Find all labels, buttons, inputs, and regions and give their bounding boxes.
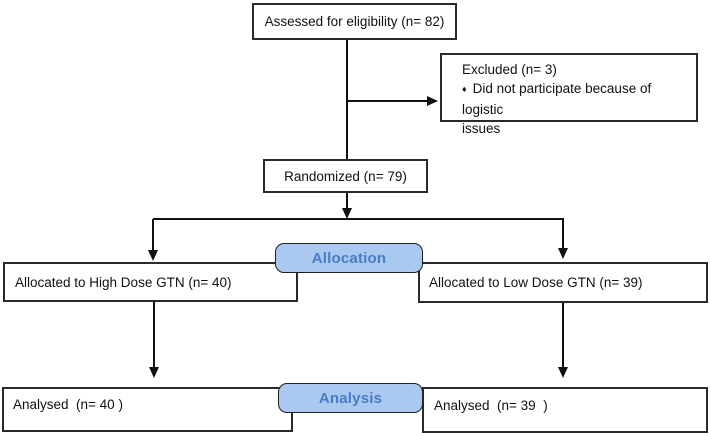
arrowhead-to-alloc-low: [558, 248, 568, 259]
allocated-high-dose-label: Allocated to High Dose GTN (n= 40): [15, 274, 232, 290]
analysed-high-dose-box: Analysed (n= 40 ): [2, 387, 293, 432]
allocated-low-dose-label: Allocated to Low Dose GTN (n= 39): [429, 275, 643, 290]
arrowhead-to-split: [342, 208, 352, 219]
assessed-eligibility-box: Assessed for eligibility (n= 82): [252, 3, 457, 40]
analysis-stage-pill: Analysis: [278, 383, 423, 413]
arrowhead-to-excluded: [427, 96, 438, 106]
excluded-reason-line: ♦Did not participate because of logistic…: [462, 79, 690, 138]
excluded-reason: Did not participate because of logistic …: [462, 81, 652, 136]
assessed-eligibility-label: Assessed for eligibility (n= 82): [264, 14, 445, 29]
analysed-high-dose-label: Analysed (n= 40 ): [13, 397, 123, 412]
analysis-stage-label: Analysis: [318, 389, 383, 407]
allocation-stage-pill: Allocation: [275, 243, 423, 273]
excluded-box: Excluded (n= 3) ♦Did not participate bec…: [440, 53, 698, 136]
randomized-label: Randomized (n= 79): [284, 168, 407, 184]
analysed-low-dose-box: Analysed (n= 39 ): [422, 387, 708, 433]
allocated-low-dose-box: Allocated to Low Dose GTN (n= 39): [418, 262, 708, 303]
allocated-high-dose-box: Allocated to High Dose GTN (n= 40): [3, 262, 298, 302]
diamond-bullet-icon: ♦: [462, 84, 467, 94]
excluded-title: Excluded (n= 3): [462, 62, 557, 77]
arrowhead-to-analysed-low: [558, 367, 568, 378]
allocation-stage-label: Allocation: [311, 249, 387, 267]
analysed-low-dose-label: Analysed (n= 39 ): [434, 397, 548, 413]
arrowhead-to-alloc-high: [148, 250, 158, 261]
randomized-box: Randomized (n= 79): [263, 159, 428, 193]
arrowhead-to-analysed-high: [149, 367, 159, 378]
